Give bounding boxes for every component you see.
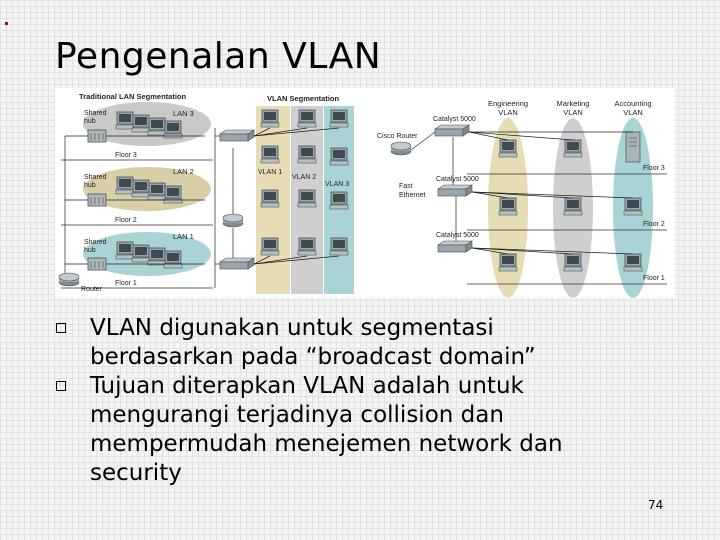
cisco-router-label: Cisco Router bbox=[377, 133, 418, 140]
right-floor-2: Floor 2 bbox=[643, 221, 665, 228]
router-icon bbox=[58, 272, 80, 287]
square-bullet-icon bbox=[56, 323, 66, 333]
router-icon bbox=[222, 213, 244, 228]
bullet-item: Tujuan diterapkan VLAN adalah untuk meng… bbox=[55, 372, 635, 488]
lan-1-label: LAN 1 bbox=[173, 232, 194, 241]
engineering-vlan-label: VLAN bbox=[498, 108, 518, 117]
bullet-item: VLAN digunakan untuk segmentasi berdasar… bbox=[55, 314, 635, 372]
bullet-list: VLAN digunakan untuk segmentasi berdasar… bbox=[55, 314, 635, 488]
switch-icon bbox=[219, 257, 255, 270]
catalyst-switch-icon bbox=[434, 124, 470, 137]
bullet-text: VLAN digunakan untuk segmentasi berdasar… bbox=[90, 315, 536, 370]
hub-1-label-top: Shared bbox=[84, 239, 107, 246]
vlan-3-label: VLAN 3 bbox=[325, 181, 349, 188]
lan-3-label: LAN 3 bbox=[173, 109, 194, 118]
fast-ethernet-label-bottom: Ethernet bbox=[399, 192, 426, 199]
hub-1-label-bottom: hub bbox=[84, 247, 96, 254]
vlan-diagram: Traditional LAN Segmentation LAN 3 LAN 2… bbox=[55, 88, 675, 298]
accounting-label: Accounting bbox=[614, 99, 651, 108]
square-bullet-icon bbox=[56, 381, 66, 391]
engineering-label: Engineering bbox=[488, 99, 528, 108]
corner-dot bbox=[5, 22, 8, 25]
accounting-vlan-label: VLAN bbox=[623, 108, 643, 117]
right-floor-3: Floor 3 bbox=[643, 165, 665, 172]
right-floor-1: Floor 1 bbox=[643, 275, 665, 282]
vlan-2-label: VLAN 2 bbox=[292, 174, 316, 181]
hub-2-label-bottom: hub bbox=[84, 182, 96, 189]
hub-3-label-bottom: hub bbox=[84, 118, 96, 125]
catalyst-middle-label: Catalyst 5000 bbox=[436, 176, 479, 183]
fast-ethernet-label-top: Fast bbox=[399, 183, 413, 190]
vlan-1-label: VLAN 1 bbox=[258, 169, 282, 176]
marketing-vlan-label: VLAN bbox=[563, 108, 583, 117]
bullet-text: Tujuan diterapkan VLAN adalah untuk meng… bbox=[90, 373, 563, 486]
vlan-heading: VLAN Segmentation bbox=[267, 94, 340, 103]
hub-3-label-top: Shared bbox=[84, 110, 107, 117]
page-number: 74 bbox=[648, 498, 664, 512]
switch-icon bbox=[219, 129, 255, 142]
catalyst-switch-icon bbox=[437, 240, 473, 253]
hub-2-label-top: Shared bbox=[84, 174, 107, 181]
traditional-floor-1: Floor 1 bbox=[115, 280, 137, 287]
shared-hub-icon bbox=[87, 257, 107, 271]
traditional-floor-2: Floor 2 bbox=[115, 217, 137, 224]
cisco-router-icon bbox=[390, 141, 412, 156]
shared-hub-icon bbox=[87, 193, 107, 207]
traditional-floor-3: Floor 3 bbox=[115, 152, 137, 159]
catalyst-bottom-label: Catalyst 5000 bbox=[436, 232, 479, 239]
traditional-router-label: Router bbox=[81, 286, 103, 293]
shared-hub-icon bbox=[87, 129, 107, 143]
catalyst-switch-icon bbox=[437, 184, 473, 197]
catalyst-top-label: Catalyst 5000 bbox=[433, 116, 476, 123]
lan-2-label: LAN 2 bbox=[173, 167, 194, 176]
slide-title: Pengenalan VLAN bbox=[55, 36, 382, 77]
marketing-label: Marketing bbox=[557, 99, 590, 108]
traditional-heading: Traditional LAN Segmentation bbox=[79, 92, 187, 101]
